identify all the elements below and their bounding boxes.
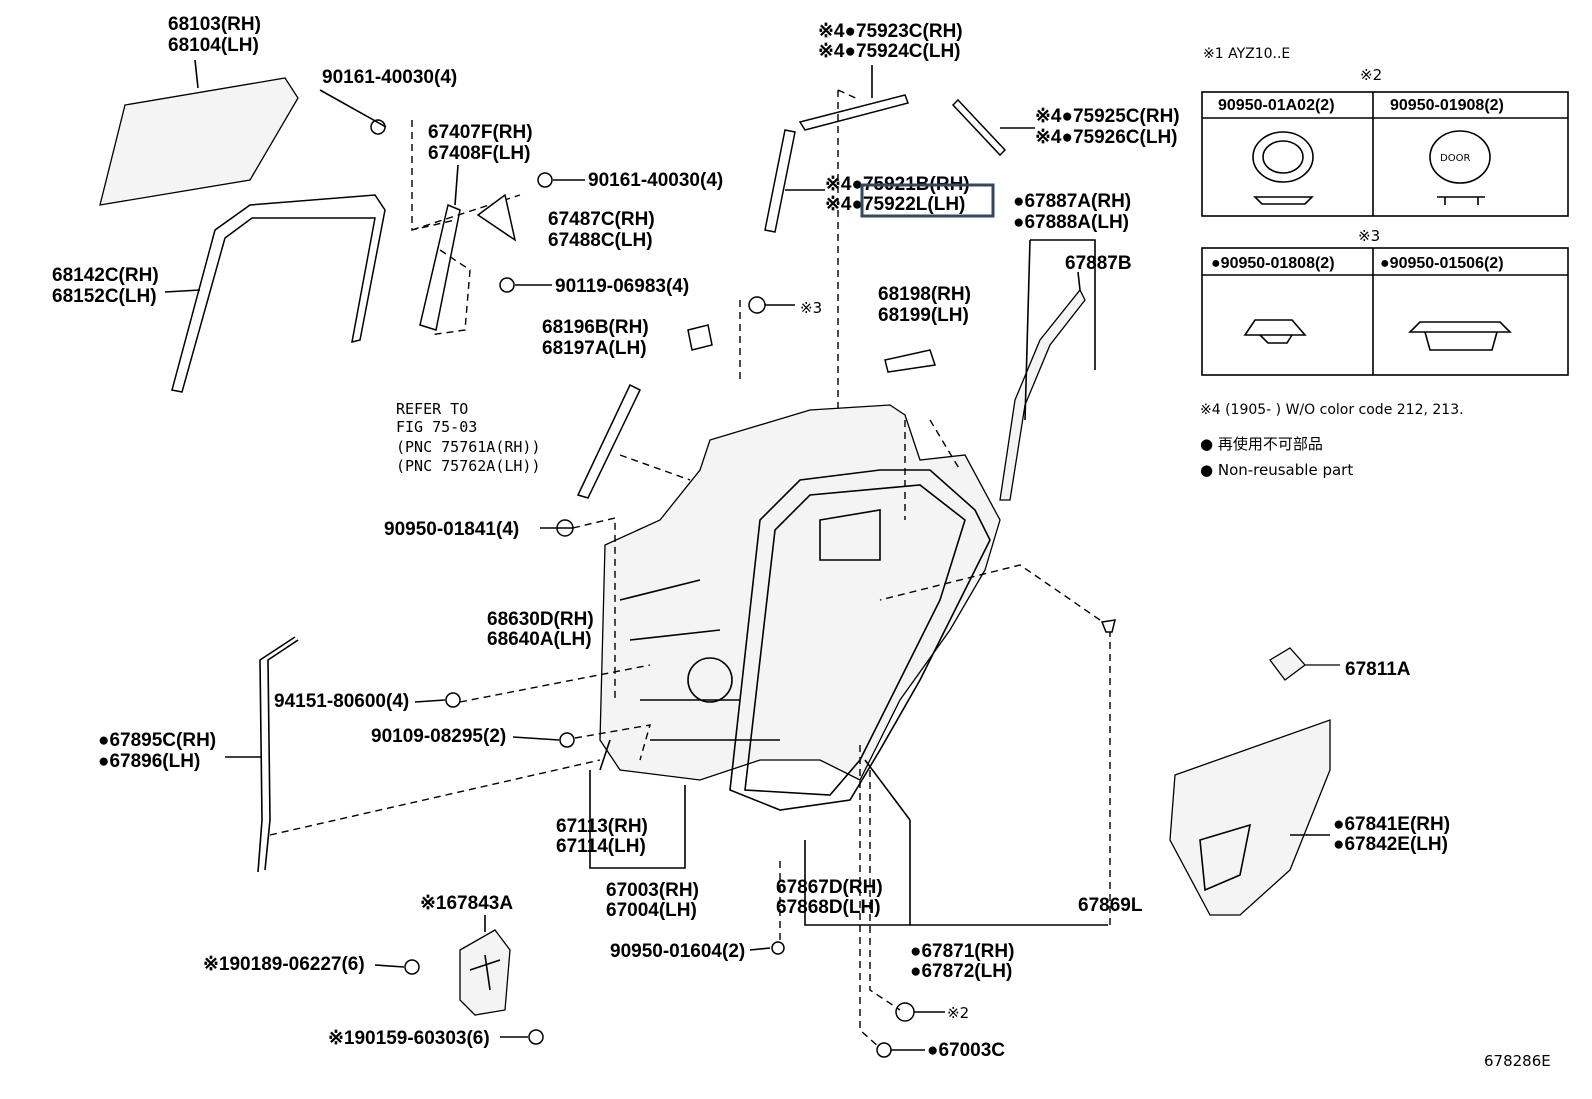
- glass-run: [164, 194, 386, 393]
- speaker-cover: [459, 929, 511, 1016]
- door-mouldings: [764, 65, 1035, 450]
- label-nut-90189[interactable]: ※190189-06227(6): [203, 954, 365, 975]
- label-strip-rh[interactable]: ●67895C(RH): [98, 730, 216, 751]
- note2-col-1[interactable]: 90950-01A02(2): [1218, 97, 1335, 114]
- label-bolt-90119[interactable]: 90119-06983(4): [555, 276, 689, 297]
- label-panel-rh[interactable]: 67003(RH): [606, 880, 699, 901]
- label-hinge-rh[interactable]: 68196B(RH): [542, 317, 649, 338]
- label-frame-rh[interactable]: 67407F(RH): [428, 122, 533, 143]
- label-67811a[interactable]: 67811A: [1345, 659, 1411, 680]
- highlight-box: [860, 183, 995, 218]
- pad-67811a: [1269, 647, 1340, 681]
- leaders-dashed: [269, 300, 1111, 1049]
- label-weatherstrip-rh[interactable]: ●67871(RH): [910, 941, 1014, 962]
- label-67869l[interactable]: 67869L: [1078, 895, 1143, 916]
- label-stopper-lh[interactable]: 68640A(LH): [487, 629, 592, 650]
- part-labels: 68103(RH) 68104(LH) 90161-40030(4) 67407…: [52, 14, 1551, 1070]
- label-service-cover-lh[interactable]: ●67842E(LH): [1333, 834, 1448, 855]
- label-frame-lh[interactable]: 67408F(LH): [428, 143, 530, 164]
- label-strip-lh[interactable]: ●67896(LH): [98, 751, 200, 772]
- non-reusable-en: ● Non-reusable part: [1200, 461, 1353, 479]
- label-speaker-cover[interactable]: ※167843A: [420, 893, 513, 914]
- label-moulding-top-rh[interactable]: ※4●75923C(RH): [818, 21, 963, 42]
- bolts: [319, 89, 945, 1058]
- label-panel-sub-rh[interactable]: 67113(RH): [556, 816, 648, 837]
- label-screw-90159[interactable]: ※190159-60303(6): [328, 1028, 490, 1049]
- label-bolt-90109[interactable]: 90109-08295(2): [371, 726, 506, 747]
- note1: ※1 AYZ10..E: [1203, 46, 1290, 62]
- label-bolt-90161[interactable]: 90161-40030(4): [322, 67, 457, 88]
- label-weather-lh[interactable]: ●67888A(LH): [1013, 212, 1129, 233]
- label-clip-rh[interactable]: 67867D(RH): [776, 877, 883, 898]
- label-weatherstrip-lh[interactable]: ●67872(LH): [910, 961, 1012, 982]
- note4: ※4 (1905- ) W/O color code 212, 213.: [1200, 402, 1464, 418]
- label-plug-90950-01841[interactable]: 90950-01841(4): [384, 519, 519, 540]
- weatherstrip-67887: [999, 288, 1086, 501]
- label-weather-rh[interactable]: ●67887A(RH): [1013, 191, 1131, 212]
- refer-line-3: (PNC 75761A(RH)): [396, 438, 541, 456]
- note2-title: ※2: [1360, 66, 1382, 84]
- label-cover-lh[interactable]: 67488C(LH): [548, 230, 653, 251]
- label-panel-sub-lh[interactable]: 67114(LH): [556, 836, 646, 857]
- refer-line-1: REFER TO: [396, 400, 468, 418]
- label-moulding-front-lh[interactable]: ※4●75922L(LH): [825, 194, 965, 215]
- label-moulding-rear-lh[interactable]: ※4●75926C(LH): [1035, 127, 1178, 148]
- label-run-lh[interactable]: 68152C(LH): [52, 286, 157, 307]
- label-check-rh[interactable]: 68198(RH): [878, 284, 971, 305]
- label-nut-94151[interactable]: 94151-80600(4): [274, 691, 409, 712]
- plug-01808-icon: [1243, 319, 1307, 344]
- leader-67887: [1024, 239, 1096, 421]
- note3-col-2[interactable]: ●90950-01506(2): [1380, 255, 1504, 272]
- note3-col-1[interactable]: ●90950-01808(2): [1211, 255, 1335, 272]
- label-stopper-rh[interactable]: 68630D(RH): [487, 609, 594, 630]
- label-plug-67003c[interactable]: ●67003C: [927, 1040, 1005, 1061]
- label-glass-rh[interactable]: 68103(RH): [168, 14, 261, 35]
- clip-67869: [1100, 619, 1117, 633]
- note3-table: [1201, 247, 1569, 376]
- door-panel: [576, 324, 1001, 811]
- label-bolt-90161-b[interactable]: 90161-40030(4): [588, 170, 723, 191]
- label-plug-90950-01604[interactable]: 90950-01604(2): [610, 941, 745, 962]
- label-run-rh[interactable]: 68142C(RH): [52, 265, 159, 286]
- label-note2-ref: ※2: [947, 1004, 969, 1022]
- door-glass: [99, 59, 299, 206]
- refer-line-2[interactable]: FIG 75-03: [396, 418, 477, 436]
- label-panel-lh[interactable]: 67004(LH): [606, 900, 697, 921]
- figure-code: 678286E: [1484, 1052, 1551, 1070]
- label-service-cover-rh[interactable]: ●67841E(RH): [1333, 814, 1450, 835]
- door-text: DOOR: [1440, 153, 1470, 164]
- refer-line-4: (PNC 75762A(LH)): [396, 457, 541, 475]
- note2-col-2[interactable]: 90950-01908(2): [1390, 97, 1504, 114]
- note3-title: ※3: [1358, 227, 1380, 245]
- legend: ※1 AYZ10..E ※2 90950-01A02(2) 90950-0190…: [1200, 46, 1569, 479]
- label-moulding-top-lh[interactable]: ※4●75924C(LH): [818, 41, 961, 62]
- service-cover: [1169, 719, 1331, 916]
- label-note3-ref: ※3: [800, 299, 822, 317]
- non-reusable-jp: ● 再使用不可部品: [1200, 435, 1323, 453]
- label-cover-rh[interactable]: 67487C(RH): [548, 209, 655, 230]
- plug-01506-icon: [1408, 321, 1512, 351]
- label-hinge-lh[interactable]: 68197A(LH): [542, 338, 647, 359]
- division-frame: [411, 120, 521, 336]
- triangle-cover: [476, 193, 517, 242]
- label-67887b[interactable]: 67887B: [1065, 253, 1132, 274]
- note2-table: [1201, 91, 1569, 217]
- label-moulding-rear-rh[interactable]: ※4●75925C(RH): [1035, 106, 1180, 127]
- label-check-lh[interactable]: 68199(LH): [878, 305, 969, 326]
- grommet-icon: [1252, 131, 1314, 183]
- label-glass-lh[interactable]: 68104(LH): [168, 35, 259, 56]
- door-plug-icon: [1429, 130, 1491, 184]
- strip-67895: [257, 636, 299, 873]
- label-clip-lh[interactable]: 67868D(LH): [776, 897, 881, 918]
